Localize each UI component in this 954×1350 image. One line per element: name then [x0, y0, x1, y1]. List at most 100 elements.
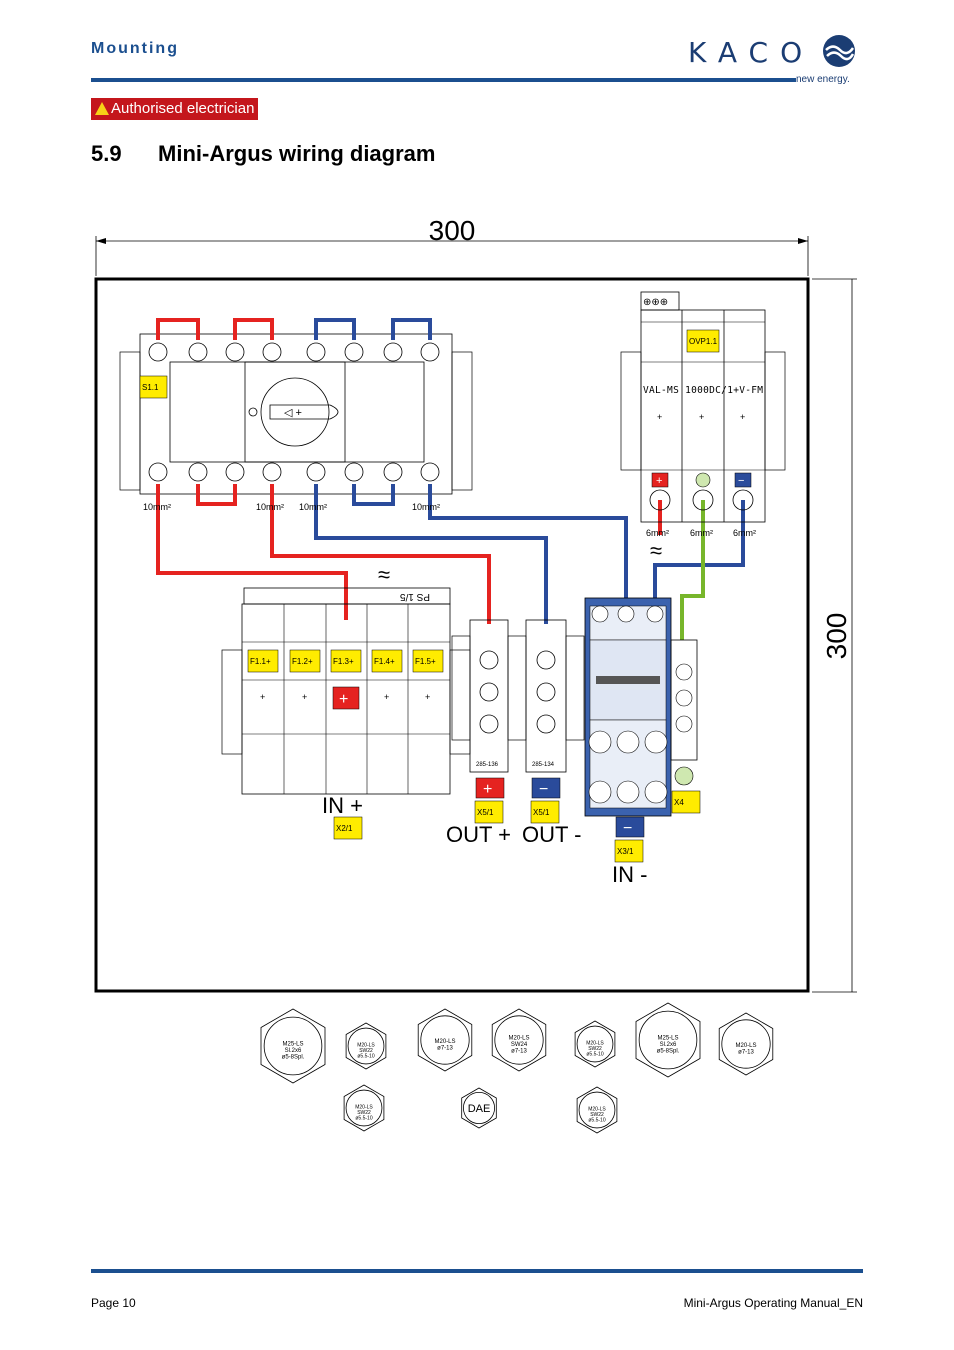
warning-triangle-icon [95, 102, 109, 115]
terminal-screw [306, 342, 326, 362]
cable-gland-label: M25-LS [657, 1036, 678, 1042]
cable-gland-ring [721, 1019, 771, 1069]
terminal-code-1: 285-136 [476, 762, 499, 768]
terminal-screw [420, 342, 440, 362]
cable-gland-ring [494, 1015, 544, 1065]
cross-section-1: 10mm² [143, 502, 171, 512]
in-minus-label: IN - [612, 862, 647, 887]
terminal-code-2: 285-134 [532, 762, 555, 768]
cable-gland-label: ø7-13 [738, 1049, 754, 1055]
heading-number: 5.9 [91, 141, 122, 166]
cable-gland-ring [347, 1027, 385, 1065]
height-dimension: 300 [821, 613, 852, 660]
heading-title: Mini-Argus wiring diagram [158, 141, 436, 166]
cable-gland-label: SW22 [357, 1110, 371, 1116]
approx-symbol-1: ≈ [650, 538, 662, 563]
cable-gland-outline [417, 1008, 473, 1072]
spd-cross-section-3: 6mm² [733, 528, 756, 538]
header-rule [91, 78, 796, 82]
negative-terminal-block: X4 − X3/1 IN - [584, 597, 701, 887]
wiring-diagram: 300 300 ◁ + S1.1 10mm² 10mm² 10mm² 10mm² [94, 215, 857, 1134]
cable-gland-label: Sl.2x6 [285, 1048, 302, 1054]
cross-section-4: 10mm² [412, 502, 440, 512]
approx-symbol-2: ≈ [378, 562, 390, 587]
out-minus-label: OUT - [522, 822, 581, 847]
cable-gland-ring [420, 1015, 470, 1065]
document-name: Mini-Argus Operating Manual_EN [683, 1296, 863, 1310]
logo-tagline: new energy. [796, 74, 850, 85]
badge-label: Authorised electrician [111, 100, 255, 117]
cable-gland-outline [345, 1022, 387, 1070]
cable-gland-label: ø5.5-10 [588, 1117, 605, 1123]
cable-gland-label: M25-LS [282, 1042, 303, 1048]
cable-gland-label: Sl.2x6 [660, 1042, 677, 1048]
cable-gland-ring [263, 1016, 323, 1076]
page-heading: 5.9 Mini-Argus wiring diagram [91, 141, 435, 167]
cable-glands: M25-LSSl.2x6ø5-8Spl.M20-LSSW22ø5.5-10M20… [260, 1002, 774, 1134]
spd-label: OVP1.1 [689, 337, 718, 346]
terminal-screw [344, 462, 364, 482]
cable-gland-label: ø5-8Spl. [282, 1055, 305, 1061]
cable-gland-label: SW22 [359, 1048, 373, 1054]
svg-text:+: + [302, 692, 307, 702]
svg-text:−: − [623, 820, 632, 837]
svg-text:+: + [384, 692, 389, 702]
cable-gland-label: M20-LS [355, 1104, 373, 1110]
cable-gland-label: DAE [468, 1103, 491, 1115]
cable-gland-ring [462, 1092, 495, 1125]
terminal-screw [344, 342, 364, 362]
svg-text:+: + [425, 692, 430, 702]
cable-gland-label: SW22 [590, 1112, 604, 1118]
terminal-label-x5-b: X5/1 [533, 808, 550, 817]
svg-text:−: − [539, 781, 548, 798]
fuse-label-2: F1.2+ [292, 657, 313, 666]
fuse-label-4: F1.4+ [374, 657, 395, 666]
cross-section-2: 10mm² [256, 502, 284, 512]
svg-text:+: + [260, 692, 265, 702]
terminal-label-x5-a: X5/1 [477, 808, 494, 817]
svg-text:+: + [339, 691, 348, 708]
cable-gland-outline [576, 1086, 618, 1134]
svg-text:+: + [656, 475, 662, 487]
cross-section-3: 10mm² [299, 502, 327, 512]
svg-text:⊕⊕⊕: ⊕⊕⊕ [643, 297, 668, 308]
cable-gland-label: ø7-13 [437, 1045, 453, 1051]
dc-switch: ◁ + S1.1 [119, 333, 473, 495]
output-terminals: 285-136 285-134 + − X5/1 X5/1 OUT + OUT … [446, 619, 585, 847]
spd-cross-section-1: 6mm² [646, 528, 669, 538]
terminal-screw [420, 462, 440, 482]
cable-gland-ring [638, 1010, 698, 1070]
cable-gland-outline [635, 1002, 701, 1078]
svg-text:+: + [483, 781, 492, 798]
switch-label: S1.1 [142, 383, 159, 392]
fuse-label-1: F1.1+ [250, 657, 271, 666]
terminal-screw [262, 462, 282, 482]
footer-rule [91, 1269, 863, 1273]
cable-gland-label: M20-LS [434, 1039, 455, 1045]
terminal-label-x2: X2/1 [336, 824, 353, 833]
surge-protection-device: ⊕⊕⊕ OVP1.1 VAL-MS 1000DC/1+V-FM +++ + − … [620, 291, 786, 563]
terminal-screw [225, 342, 245, 362]
logo-wave-icon [823, 35, 855, 67]
cable-gland-ring [576, 1025, 614, 1063]
fuse-block: PS 1/5 ≈ F1.1+ F1.2+ F1.3+ F1.4+ F1.5+ +… [221, 562, 471, 840]
terminal-screw [148, 342, 168, 362]
cable-gland-outline [491, 1008, 547, 1072]
terminal-screw [306, 462, 326, 482]
cable-gland-label: M20-LS [588, 1106, 606, 1112]
cable-gland-label: M20-LS [508, 1036, 529, 1042]
cable-gland-outline [260, 1008, 326, 1084]
terminal-screw [148, 462, 168, 482]
cable-gland-outline [574, 1020, 616, 1068]
svg-text:+: + [657, 412, 662, 422]
cable-gland-label: M20-LS [735, 1043, 756, 1049]
cable-gland-ring [578, 1091, 616, 1129]
fuse-header: PS 1/5 [400, 591, 430, 602]
svg-text:+: + [699, 412, 704, 422]
cable-gland-label: SW24 [511, 1042, 528, 1048]
cable-gland-label: ø5.5-10 [586, 1051, 603, 1057]
spd-cross-section-2: 6mm² [690, 528, 713, 538]
width-dimension: 300 [429, 215, 476, 246]
fuse-label-5: F1.5+ [415, 657, 436, 666]
terminal-screw [262, 342, 282, 362]
